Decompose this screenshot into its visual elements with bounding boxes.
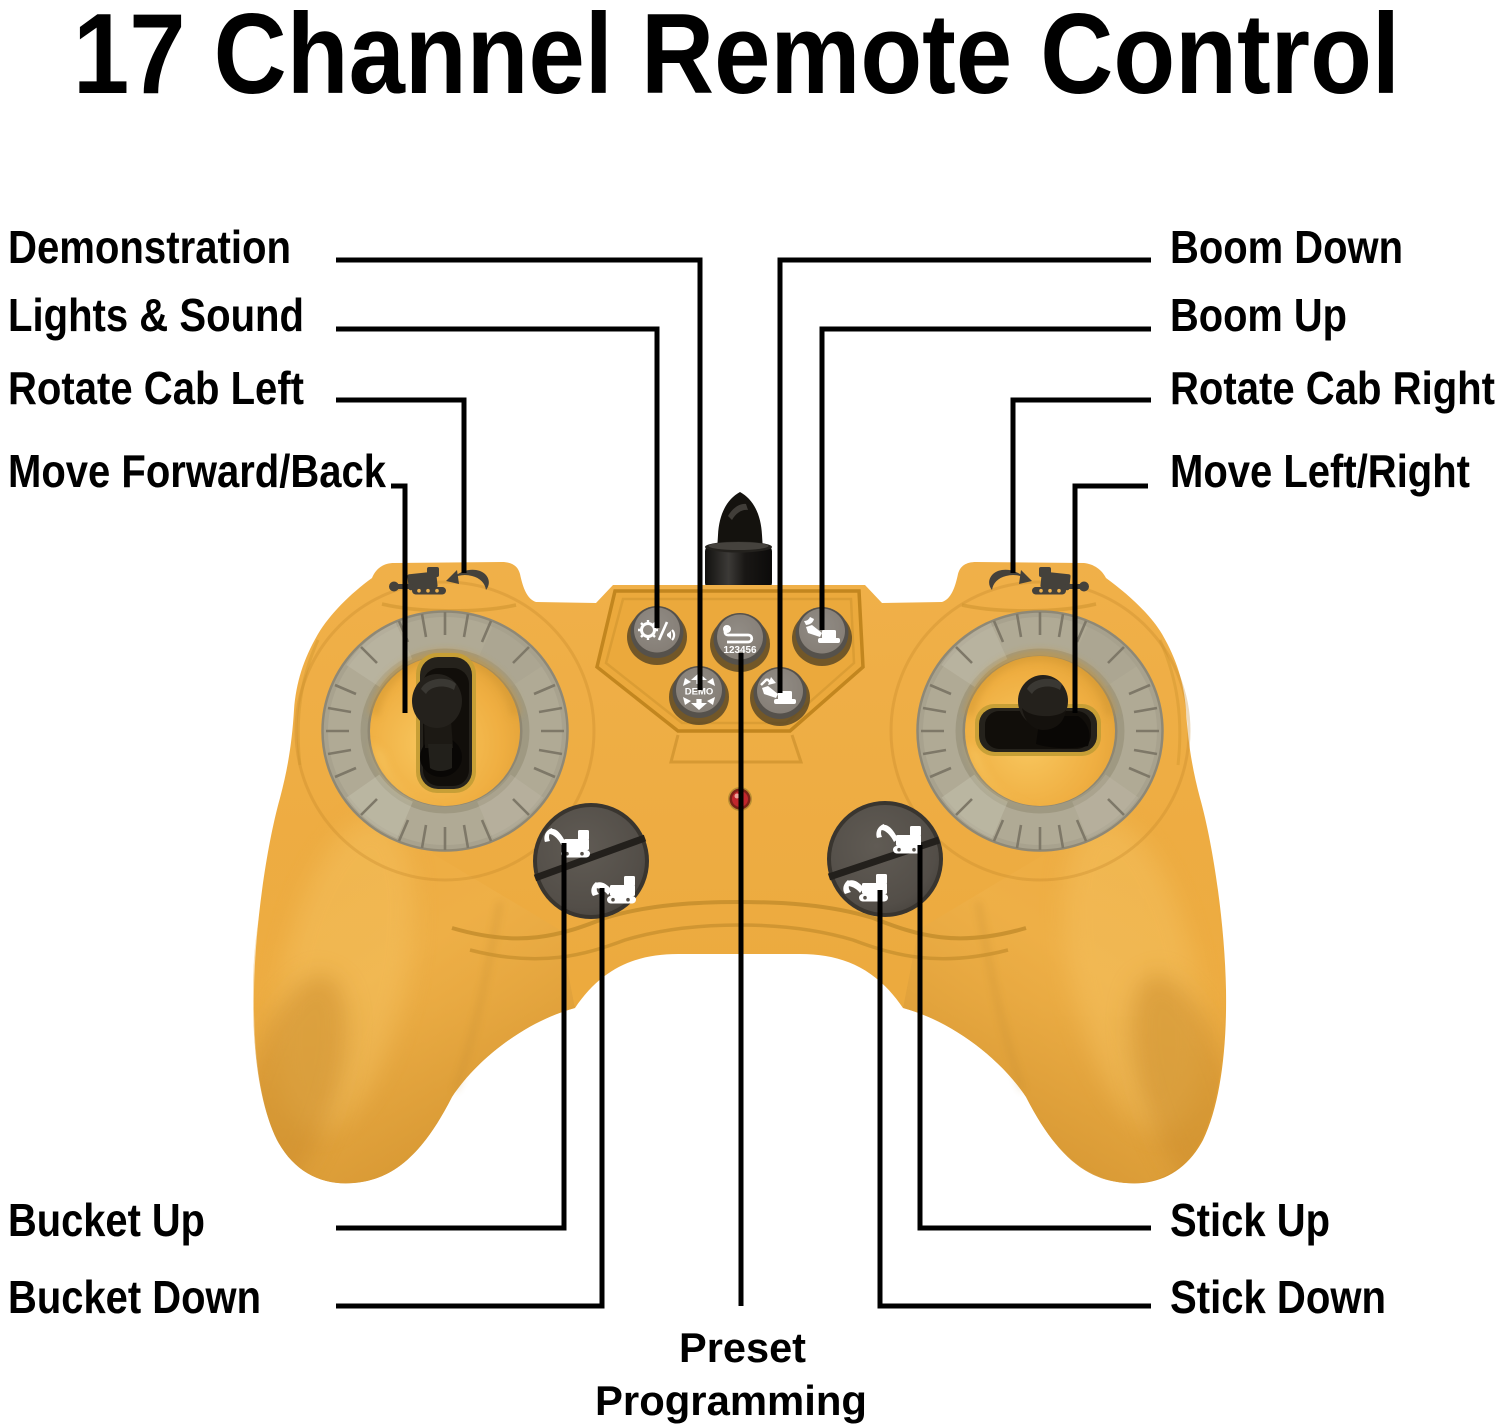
svg-text:Preset: Preset [679,1324,806,1371]
svg-text:Move Left/Right: Move Left/Right [1170,445,1470,497]
svg-text:17 Channel Remote Control: 17 Channel Remote Control [73,0,1400,118]
svg-text:Stick Up: Stick Up [1170,1194,1330,1246]
svg-text:Programming: Programming [595,1377,867,1424]
svg-text:Bucket Down: Bucket Down [8,1271,261,1323]
svg-text:Boom Up: Boom Up [1170,289,1347,341]
svg-text:DEMO: DEMO [685,687,714,698]
svg-text:Bucket Up: Bucket Up [8,1194,205,1246]
svg-text:Rotate Cab Right: Rotate Cab Right [1170,362,1495,414]
svg-text:123456: 123456 [724,645,757,656]
svg-text:Move Forward/Back: Move Forward/Back [8,445,386,497]
svg-text:Rotate Cab Left: Rotate Cab Left [8,362,304,414]
svg-text:Demonstration: Demonstration [8,221,291,273]
svg-text:Boom Down: Boom Down [1170,221,1403,273]
svg-text:Stick Down: Stick Down [1170,1271,1386,1323]
svg-text:Lights & Sound: Lights & Sound [8,289,304,341]
